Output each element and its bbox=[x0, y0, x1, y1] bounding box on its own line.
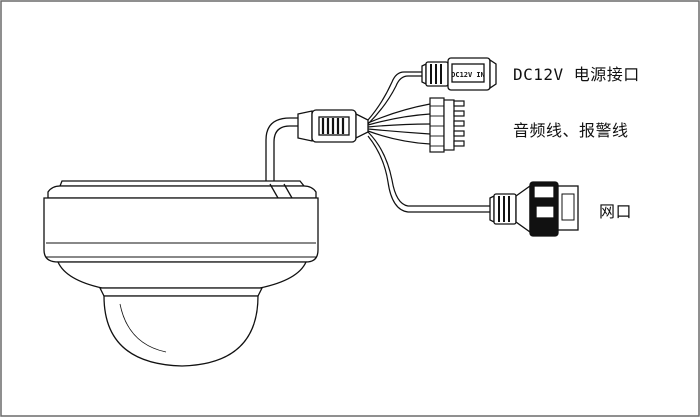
dc-power-connector bbox=[421, 57, 497, 91]
network-wire bbox=[367, 131, 492, 207]
breakout-wires bbox=[367, 71, 492, 213]
lens-ring bbox=[98, 287, 264, 297]
audio-wire bbox=[367, 130, 431, 145]
audio-wire bbox=[367, 123, 431, 128]
audio-alarm-label: 音频线、报警线 bbox=[513, 121, 629, 140]
camera-skirt bbox=[56, 261, 308, 289]
rj45-network-connector bbox=[489, 181, 579, 237]
cable-junction bbox=[297, 109, 369, 143]
band-notch bbox=[269, 183, 279, 199]
lens-dome bbox=[103, 295, 259, 367]
dome-highlight bbox=[119, 303, 167, 353]
audio-wire bbox=[367, 113, 431, 126]
network-port-label: 网口 bbox=[599, 202, 633, 221]
power-port-label: DC12V 电源接口 bbox=[513, 65, 640, 84]
band-notch bbox=[283, 183, 293, 199]
audio-wire bbox=[367, 103, 431, 124]
camera-upper-band bbox=[47, 185, 317, 199]
dc-plug-marking: DC12V IN bbox=[451, 71, 485, 79]
power-wire bbox=[367, 71, 424, 121]
camera-top-rim bbox=[59, 180, 306, 187]
main-cable bbox=[265, 117, 300, 181]
audio-wire bbox=[367, 128, 431, 135]
camera-housing bbox=[43, 197, 319, 263]
audio-alarm-terminal-block bbox=[429, 97, 465, 153]
dome-camera bbox=[43, 180, 319, 367]
